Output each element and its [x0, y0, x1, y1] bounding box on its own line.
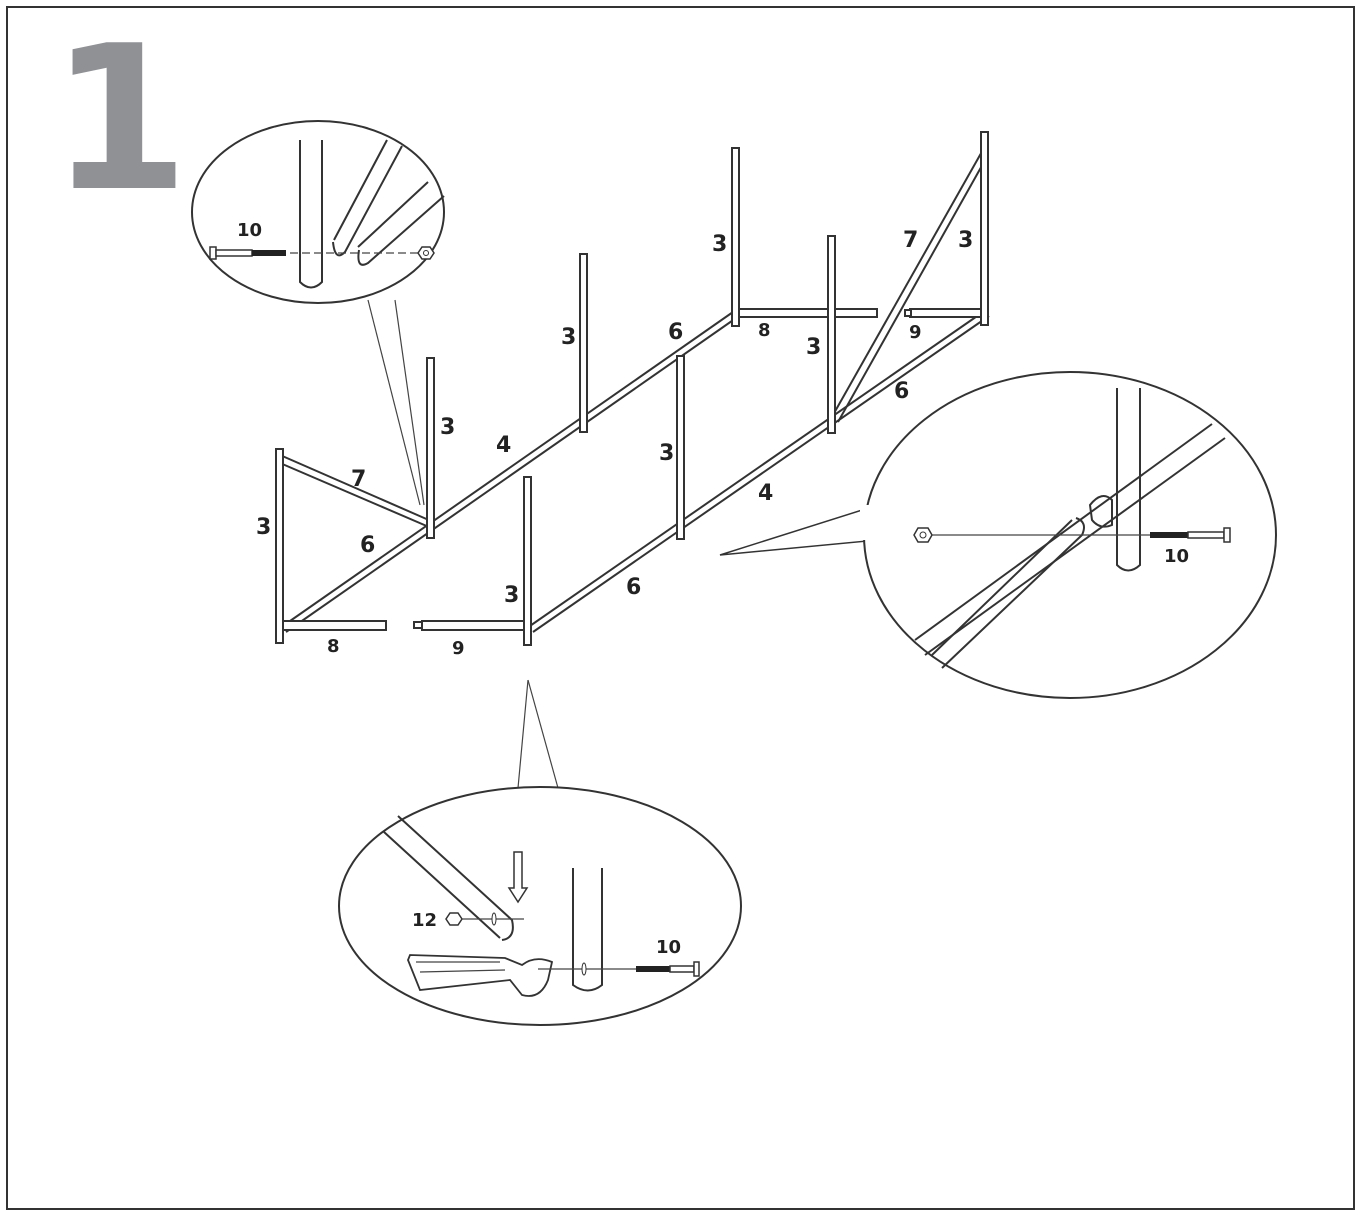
page-frame — [6, 6, 1355, 1210]
detail-brace-tube — [357, 181, 445, 266]
step-number: 1 — [50, 3, 189, 236]
base-bar-9-left — [421, 620, 528, 631]
callout-pointer — [719, 503, 879, 556]
label-base-bar-9-left: 9 — [452, 638, 465, 659]
bolt-thread — [1150, 532, 1188, 538]
brace-right-inner — [837, 161, 985, 423]
nut-hole — [423, 250, 429, 256]
base-bar-8-left — [281, 620, 387, 631]
label-base-bar-8-right: 8 — [758, 320, 771, 341]
detail-post — [572, 868, 603, 992]
base-bar-9-left-tip — [413, 621, 423, 629]
detail-connector — [1088, 495, 1113, 528]
frame-assembly — [275, 131, 990, 646]
label-post-center: 3 — [659, 441, 674, 466]
bolt-shank — [215, 249, 253, 257]
bolt-head-icon — [693, 961, 700, 977]
label-base-bar-9-right: 9 — [909, 322, 922, 343]
label-rail-right-side: 6 — [894, 379, 909, 404]
detail-right: 10 — [719, 371, 1277, 699]
callout-join — [860, 505, 878, 540]
label-rail-left-side: 6 — [360, 533, 375, 558]
rail-front-inner — [532, 315, 990, 633]
washer-icon — [581, 962, 587, 976]
detail-top-left: 10 — [191, 120, 445, 506]
label-post-mid-left: 3 — [440, 415, 455, 440]
post-front-mid — [523, 476, 532, 646]
detail-diagonal-tube — [332, 139, 403, 257]
nut-icon — [417, 246, 435, 260]
bolt-thread — [636, 966, 670, 972]
bolt-head-icon — [209, 246, 217, 260]
detail-post — [1116, 388, 1141, 572]
detail-rail — [914, 423, 1213, 641]
post-mid-left — [426, 357, 435, 539]
bolt-thread — [252, 250, 286, 256]
label-post-front-left: 3 — [256, 515, 271, 540]
rail-back — [279, 311, 734, 629]
label-brace-left: 7 — [351, 467, 366, 492]
label-base-bar-8-left: 8 — [327, 636, 340, 657]
post-right-end — [980, 131, 989, 326]
arrow-down-icon — [507, 851, 529, 904]
label-rail-front-mid: 4 — [758, 481, 773, 506]
post-back-mid — [579, 253, 588, 433]
foot-bracket — [407, 954, 554, 997]
label-rail-front-left: 6 — [626, 575, 641, 600]
label-brace-right: 7 — [903, 228, 918, 253]
detail-circle — [191, 120, 445, 304]
detail-post — [299, 140, 323, 289]
label-post-back-right: 3 — [712, 232, 727, 257]
callout-line — [394, 299, 425, 506]
base-bar-9-right-tip — [904, 309, 912, 317]
bolt-head-icon — [1223, 527, 1231, 543]
callout-line — [527, 679, 559, 789]
label-bolt: 10 — [1164, 546, 1189, 567]
label-post-back-mid: 3 — [561, 325, 576, 350]
part-labels: 3 7 6 3 4 3 6 3 3 3 4 6 3 7 3 6 8 9 8 9 — [256, 228, 973, 659]
base-bar-9-right — [909, 308, 984, 318]
label-post-front-mid: 3 — [504, 583, 519, 608]
post-center — [676, 355, 685, 540]
label-rail-back-right: 6 — [668, 320, 683, 345]
label-rail-back-left: 4 — [496, 433, 511, 458]
washer-icon — [491, 912, 497, 926]
bolt-shank — [669, 965, 695, 973]
label-bolt: 10 — [237, 220, 262, 241]
detail-rail — [924, 437, 1226, 656]
callout-line — [367, 299, 421, 506]
label-bolt: 10 — [656, 937, 681, 958]
brace-left — [279, 454, 432, 522]
callout-line — [517, 679, 529, 789]
label-post-right-end: 3 — [958, 228, 973, 253]
post-back-right — [731, 147, 740, 327]
label-post-right-mid: 3 — [806, 335, 821, 360]
label-nut: 12 — [412, 910, 437, 931]
nut-icon — [445, 912, 463, 926]
post-right-mid — [827, 235, 836, 434]
detail-bottom: 12 10 — [338, 679, 742, 1026]
post-front-left — [275, 448, 284, 644]
nut-hole — [919, 531, 927, 539]
rail-front — [526, 311, 984, 629]
brace-right — [832, 147, 985, 416]
brace-left-inner — [279, 462, 430, 528]
base-bar-8-right — [736, 308, 878, 318]
detail-tube — [383, 815, 514, 941]
rail-back-inner — [285, 315, 740, 633]
nut-icon — [913, 527, 933, 543]
bolt-shank — [1187, 531, 1225, 539]
foot-shading — [416, 961, 506, 973]
